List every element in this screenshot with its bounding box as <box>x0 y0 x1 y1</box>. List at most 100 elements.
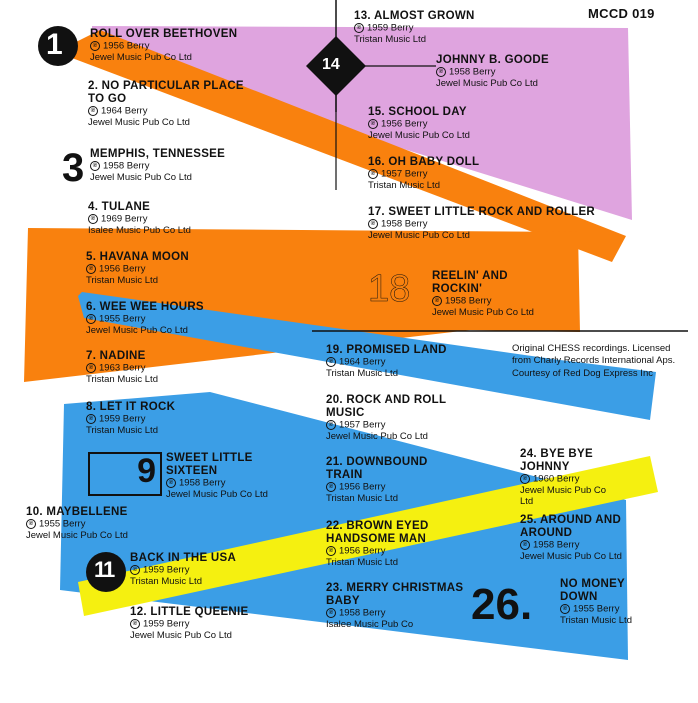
phonogram-icon: ℗ <box>354 23 364 34</box>
track-publisher: Isalee Music Pub Co Ltd <box>88 224 191 236</box>
track-21: 21. DOWNBOUND TRAIN ℗1956 Berry Tristan … <box>326 456 466 505</box>
track-publisher: Tristan Music Ltd <box>86 373 158 385</box>
phonogram-icon: ℗ <box>326 357 336 368</box>
marker-14: 14 <box>322 56 340 73</box>
track-1: ROLL OVER BEETHOVEN ℗1956 Berry Jewel Mu… <box>90 28 237 64</box>
track-publisher: Jewel Music Pub Co Ltd <box>88 116 190 128</box>
track-11: BACK IN THE USA ℗1959 Berry Tristan Musi… <box>130 552 236 588</box>
track-publisher: Jewel Music Pub Co Ltd <box>90 51 192 63</box>
track-publisher: Tristan Music Ltd <box>354 33 426 45</box>
track-title: 24. BYE BYE JOHNNY <box>520 448 593 474</box>
track-year: 1959 Berry <box>143 618 190 630</box>
track-8: 8. LET IT ROCK ℗1959 Berry Tristan Music… <box>86 401 175 437</box>
catalog-number: MCCD 019 <box>588 6 655 21</box>
marker-26: 26. <box>471 580 533 629</box>
circle-1 <box>38 26 78 66</box>
track-title: 6. WEE WEE HOURS <box>86 301 204 313</box>
phonogram-icon: ℗ <box>326 482 336 493</box>
track-title: 15. SCHOOL DAY <box>368 106 467 118</box>
marker-1: 1 <box>46 28 63 61</box>
track-publisher: Jewel Music Pub Co Ltd <box>166 488 268 500</box>
track-publisher: Jewel Music Pub Co Ltd <box>432 306 534 318</box>
track-publisher: Tristan Music Ltd <box>560 614 632 626</box>
track-22: 22. BROWN EYED HANDSOME MAN ℗1956 Berry … <box>326 520 466 569</box>
phonogram-icon: ℗ <box>86 314 96 325</box>
track-year: 1959 Berry <box>143 564 190 576</box>
track-publisher: Tristan Music Ltd <box>368 179 440 191</box>
track-title: 8. LET IT ROCK <box>86 401 176 413</box>
track-publisher: Jewel Music Pub Co Ltd <box>90 171 192 183</box>
track-title: 22. BROWN EYED HANDSOME MAN <box>326 520 429 546</box>
track-17: 17. SWEET LITTLE ROCK AND ROLLER ℗1958 B… <box>368 206 598 242</box>
track-publisher: Tristan Music Ltd <box>130 575 202 587</box>
track-publisher: Tristan Music Ltd <box>326 367 398 379</box>
track-year: 1959 Berry <box>99 413 146 425</box>
track-year: 1958 Berry <box>445 295 492 307</box>
track-year: 1958 Berry <box>339 607 386 619</box>
track-year: 1958 Berry <box>179 477 226 489</box>
track-year: 1957 Berry <box>381 168 428 180</box>
phonogram-icon: ℗ <box>368 219 378 230</box>
track-year: 1955 Berry <box>573 603 620 615</box>
yellow-diagonal-band <box>78 456 658 616</box>
track-14: JOHNNY B. GOODE ℗1958 Berry Jewel Music … <box>436 54 549 90</box>
track-title: 2. NO PARTICULAR PLACE TO GO <box>88 80 244 106</box>
track-year: 1958 Berry <box>449 66 496 78</box>
track-year: 1956 Berry <box>339 545 386 557</box>
track-title: ROLL OVER BEETHOVEN <box>90 28 238 40</box>
track-publisher: Jewel Music Pub Co Ltd <box>368 129 470 141</box>
marker-18: 18 <box>368 268 411 311</box>
orange-block <box>24 228 580 382</box>
track-20: 20. ROCK AND ROLL MUSIC ℗1957 Berry Jewe… <box>326 394 476 443</box>
track-year: 1955 Berry <box>99 313 146 325</box>
phonogram-icon: ℗ <box>86 264 96 275</box>
track-title: 21. DOWNBOUND TRAIN <box>326 456 428 482</box>
track-title: BACK IN THE USA <box>130 552 237 564</box>
track-6: 6. WEE WEE HOURS ℗1955 Berry Jewel Music… <box>86 301 204 337</box>
track-title: NO MONEY DOWN <box>560 578 625 604</box>
marker-9: 9 <box>137 452 156 490</box>
track-title: JOHNNY B. GOODE <box>436 54 549 66</box>
diamond-14 <box>306 36 366 96</box>
blue-diagonal-band <box>78 292 656 420</box>
track-title: SWEET LITTLE SIXTEEN <box>166 452 253 478</box>
phonogram-icon: ℗ <box>90 161 100 172</box>
circle-11 <box>86 552 126 592</box>
track-publisher: Jewel Music Pub Co Ltd <box>26 529 128 541</box>
track-year: 1969 Berry <box>101 213 148 225</box>
track-publisher: Jewel Music Pub Co Ltd <box>436 77 538 89</box>
track-year: 1960 Berry <box>533 473 580 485</box>
track-25: 25. AROUND AND AROUND ℗1958 Berry Jewel … <box>520 514 630 563</box>
marker-11: 11 <box>94 557 115 582</box>
track-15: 15. SCHOOL DAY ℗1956 Berry Jewel Music P… <box>368 106 470 142</box>
track-23: 23. MERRY CHRISTMAS BABY ℗1958 Berry Isa… <box>326 582 466 631</box>
track-publisher: Tristan Music Ltd <box>326 492 398 504</box>
track-13: 13. ALMOST GROWN ℗1959 Berry Tristan Mus… <box>354 10 475 46</box>
phonogram-icon: ℗ <box>26 519 36 530</box>
track-title: 12. LITTLE QUEENIE <box>130 606 249 618</box>
phonogram-icon: ℗ <box>86 363 96 374</box>
track-year: 1956 Berry <box>99 263 146 275</box>
orange-diagonal-band <box>72 30 626 262</box>
track-year: 1956 Berry <box>103 40 150 52</box>
phonogram-icon: ℗ <box>326 420 336 431</box>
phonogram-icon: ℗ <box>130 565 140 576</box>
phonogram-icon: ℗ <box>326 608 336 619</box>
pink-band <box>92 26 632 220</box>
track-2: 2. NO PARTICULAR PLACE TO GO ℗1964 Berry… <box>88 80 248 129</box>
phonogram-icon: ℗ <box>326 546 336 557</box>
track-18: REELIN' AND ROCKIN' ℗1958 Berry Jewel Mu… <box>432 270 542 319</box>
track-title: 5. HAVANA MOON <box>86 251 190 263</box>
track-year: 1955 Berry <box>39 518 86 530</box>
track-4: 4. TULANE ℗1969 Berry Isalee Music Pub C… <box>88 201 191 237</box>
phonogram-icon: ℗ <box>166 478 176 489</box>
license-credits: Original CHESS recordings. Licensed from… <box>512 343 676 379</box>
box-9: 9 <box>88 452 162 496</box>
track-publisher: Jewel Music Pub Co Ltd <box>520 484 607 507</box>
track-title: 25. AROUND AND AROUND <box>520 514 622 540</box>
track-publisher: Tristan Music Ltd <box>86 424 158 436</box>
track-24: 24. BYE BYE JOHNNY ℗1960 Berry Jewel Mus… <box>520 448 620 508</box>
track-publisher: Tristan Music Ltd <box>86 274 158 286</box>
track-title: 19. PROMISED LAND <box>326 344 447 356</box>
phonogram-icon: ℗ <box>368 169 378 180</box>
